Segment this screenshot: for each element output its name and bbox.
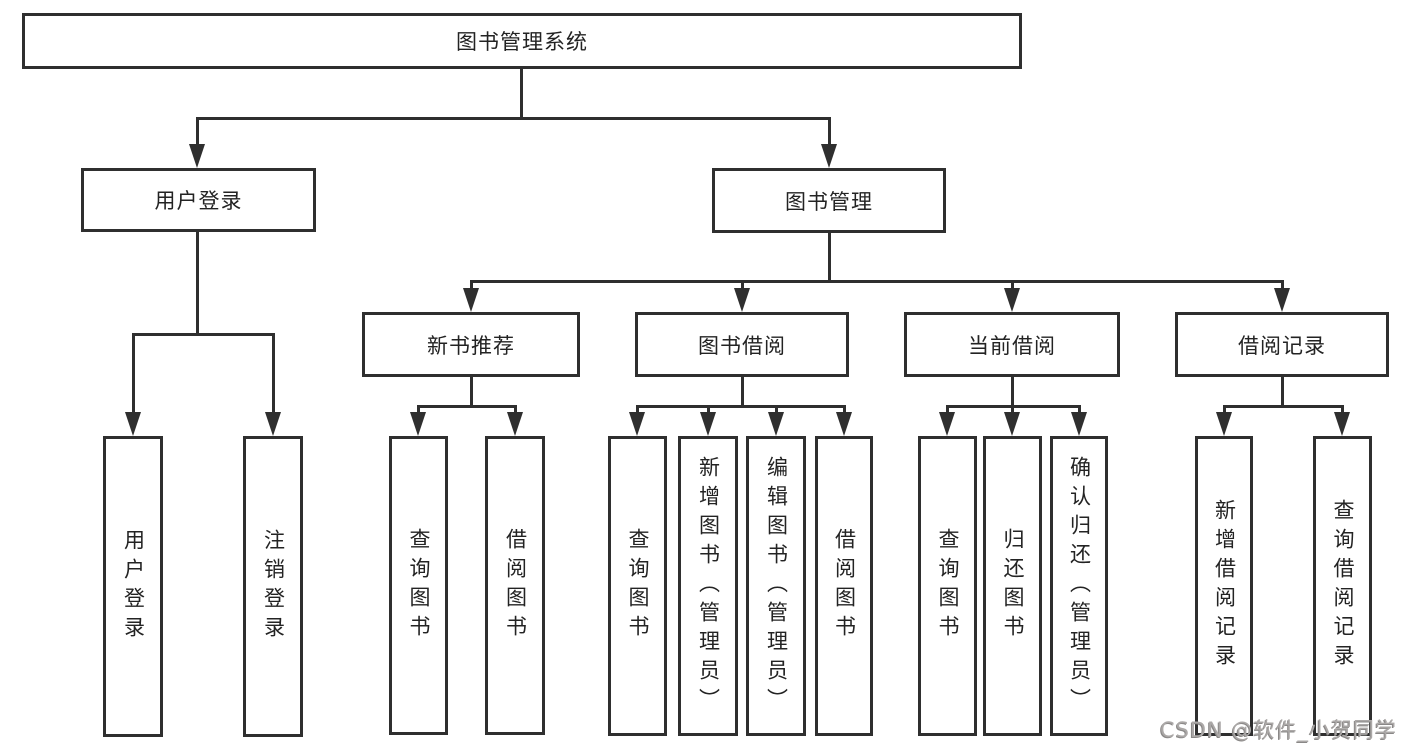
leaf-current-confirm: 确认归还（管理员） bbox=[1050, 436, 1108, 736]
leaf-new-rec-query-label: 查询图书 bbox=[407, 527, 431, 644]
leaf-records-query-label: 查询借阅记录 bbox=[1331, 499, 1355, 673]
leaf-current-query: 查询图书 bbox=[918, 436, 977, 736]
leaf-records-add: 新增借阅记录 bbox=[1195, 436, 1253, 736]
arrow-current-child-2 bbox=[1071, 405, 1087, 436]
connector-book-mgmt-bar bbox=[471, 280, 1283, 283]
arrow-to-records bbox=[1274, 280, 1290, 312]
leaf-borrow-query-label: 查询图书 bbox=[626, 528, 650, 644]
leaf-current-return-label: 归还图书 bbox=[1001, 528, 1025, 644]
connector-borrow-stem bbox=[741, 377, 744, 405]
arrow-records-child-1 bbox=[1334, 405, 1350, 436]
leaf-current-confirm-label: 确认归还（管理员） bbox=[1067, 455, 1092, 717]
arrow-new-rec-child-1 bbox=[507, 405, 523, 436]
leaf-new-rec-query: 查询图书 bbox=[389, 436, 448, 735]
arrow-current-child-1 bbox=[1004, 405, 1020, 436]
node-borrow: 图书借阅 bbox=[635, 312, 849, 377]
arrow-to-current bbox=[1004, 280, 1020, 312]
arrow-borrow-child-1 bbox=[700, 405, 716, 436]
leaf-current-return: 归还图书 bbox=[983, 436, 1042, 736]
connector-current-stem bbox=[1011, 377, 1014, 405]
arrow-borrow-child-0 bbox=[629, 405, 645, 436]
arrow-borrow-child-3 bbox=[836, 405, 852, 436]
leaf-borrow-borrow: 借阅图书 bbox=[815, 436, 873, 736]
node-new-rec: 新书推荐 bbox=[362, 312, 580, 377]
node-new-rec-label: 新书推荐 bbox=[427, 333, 515, 358]
connector-user-login-stem bbox=[196, 232, 199, 333]
connector-new-rec-stem bbox=[470, 377, 473, 405]
arrow-to-new-rec bbox=[463, 280, 479, 312]
leaf-borrow-edit: 编辑图书（管理员） bbox=[746, 436, 806, 736]
arrow-current-child-0 bbox=[939, 405, 955, 436]
leaf-user-login-label: 用户登录 bbox=[121, 528, 146, 645]
connector-root-bar bbox=[197, 117, 831, 120]
leaf-records-add-label: 新增借阅记录 bbox=[1212, 499, 1237, 673]
leaf-logout-label: 注销登录 bbox=[261, 528, 286, 645]
leaf-logout: 注销登录 bbox=[243, 436, 303, 737]
node-records: 借阅记录 bbox=[1175, 312, 1389, 377]
connector-new-rec-bar bbox=[418, 405, 516, 408]
connector-root-stem bbox=[520, 69, 523, 117]
arrow-to-book-mgmt bbox=[821, 117, 837, 168]
arrow-borrow-child-2 bbox=[768, 405, 784, 436]
leaf-borrow-edit-label: 编辑图书（管理员） bbox=[764, 455, 789, 717]
csdn-watermark: CSDN @软件_小贺同学 bbox=[1159, 718, 1397, 742]
leaf-borrow-borrow-label: 借阅图书 bbox=[832, 528, 857, 644]
connector-records-bar bbox=[1224, 405, 1343, 408]
node-current: 当前借阅 bbox=[904, 312, 1120, 377]
arrow-to-logout-leaf bbox=[265, 333, 281, 436]
arrow-to-login-leaf bbox=[125, 333, 141, 436]
leaf-current-query-label: 查询图书 bbox=[936, 528, 960, 644]
connector-book-mgmt-stem bbox=[828, 233, 831, 280]
node-records-label: 借阅记录 bbox=[1238, 333, 1326, 358]
arrow-new-rec-child-0 bbox=[410, 405, 426, 436]
leaf-records-query: 查询借阅记录 bbox=[1313, 436, 1372, 736]
node-user-login: 用户登录 bbox=[81, 168, 316, 232]
node-root: 图书管理系统 bbox=[22, 13, 1022, 69]
leaf-new-rec-borrow-label: 借阅图书 bbox=[503, 527, 528, 644]
node-book-mgmt: 图书管理 bbox=[712, 168, 946, 233]
node-book-mgmt-label: 图书管理 bbox=[785, 189, 873, 214]
leaf-new-rec-borrow: 借阅图书 bbox=[485, 436, 545, 735]
node-borrow-label: 图书借阅 bbox=[698, 333, 786, 358]
connector-borrow-bar bbox=[637, 405, 845, 408]
leaf-borrow-add-label: 新增图书（管理员） bbox=[696, 455, 721, 717]
node-user-login-label: 用户登录 bbox=[154, 189, 243, 213]
leaf-borrow-add: 新增图书（管理员） bbox=[678, 436, 738, 736]
arrow-records-child-0 bbox=[1216, 405, 1232, 436]
node-root-label: 图书管理系统 bbox=[456, 30, 588, 54]
leaf-borrow-query: 查询图书 bbox=[608, 436, 667, 736]
arrow-to-user-login bbox=[189, 117, 205, 168]
node-current-label: 当前借阅 bbox=[968, 333, 1056, 358]
arrow-to-borrow bbox=[734, 280, 750, 312]
leaf-user-login: 用户登录 bbox=[103, 436, 163, 737]
connector-records-stem bbox=[1281, 377, 1284, 405]
connector-user-login-bar bbox=[133, 333, 274, 336]
